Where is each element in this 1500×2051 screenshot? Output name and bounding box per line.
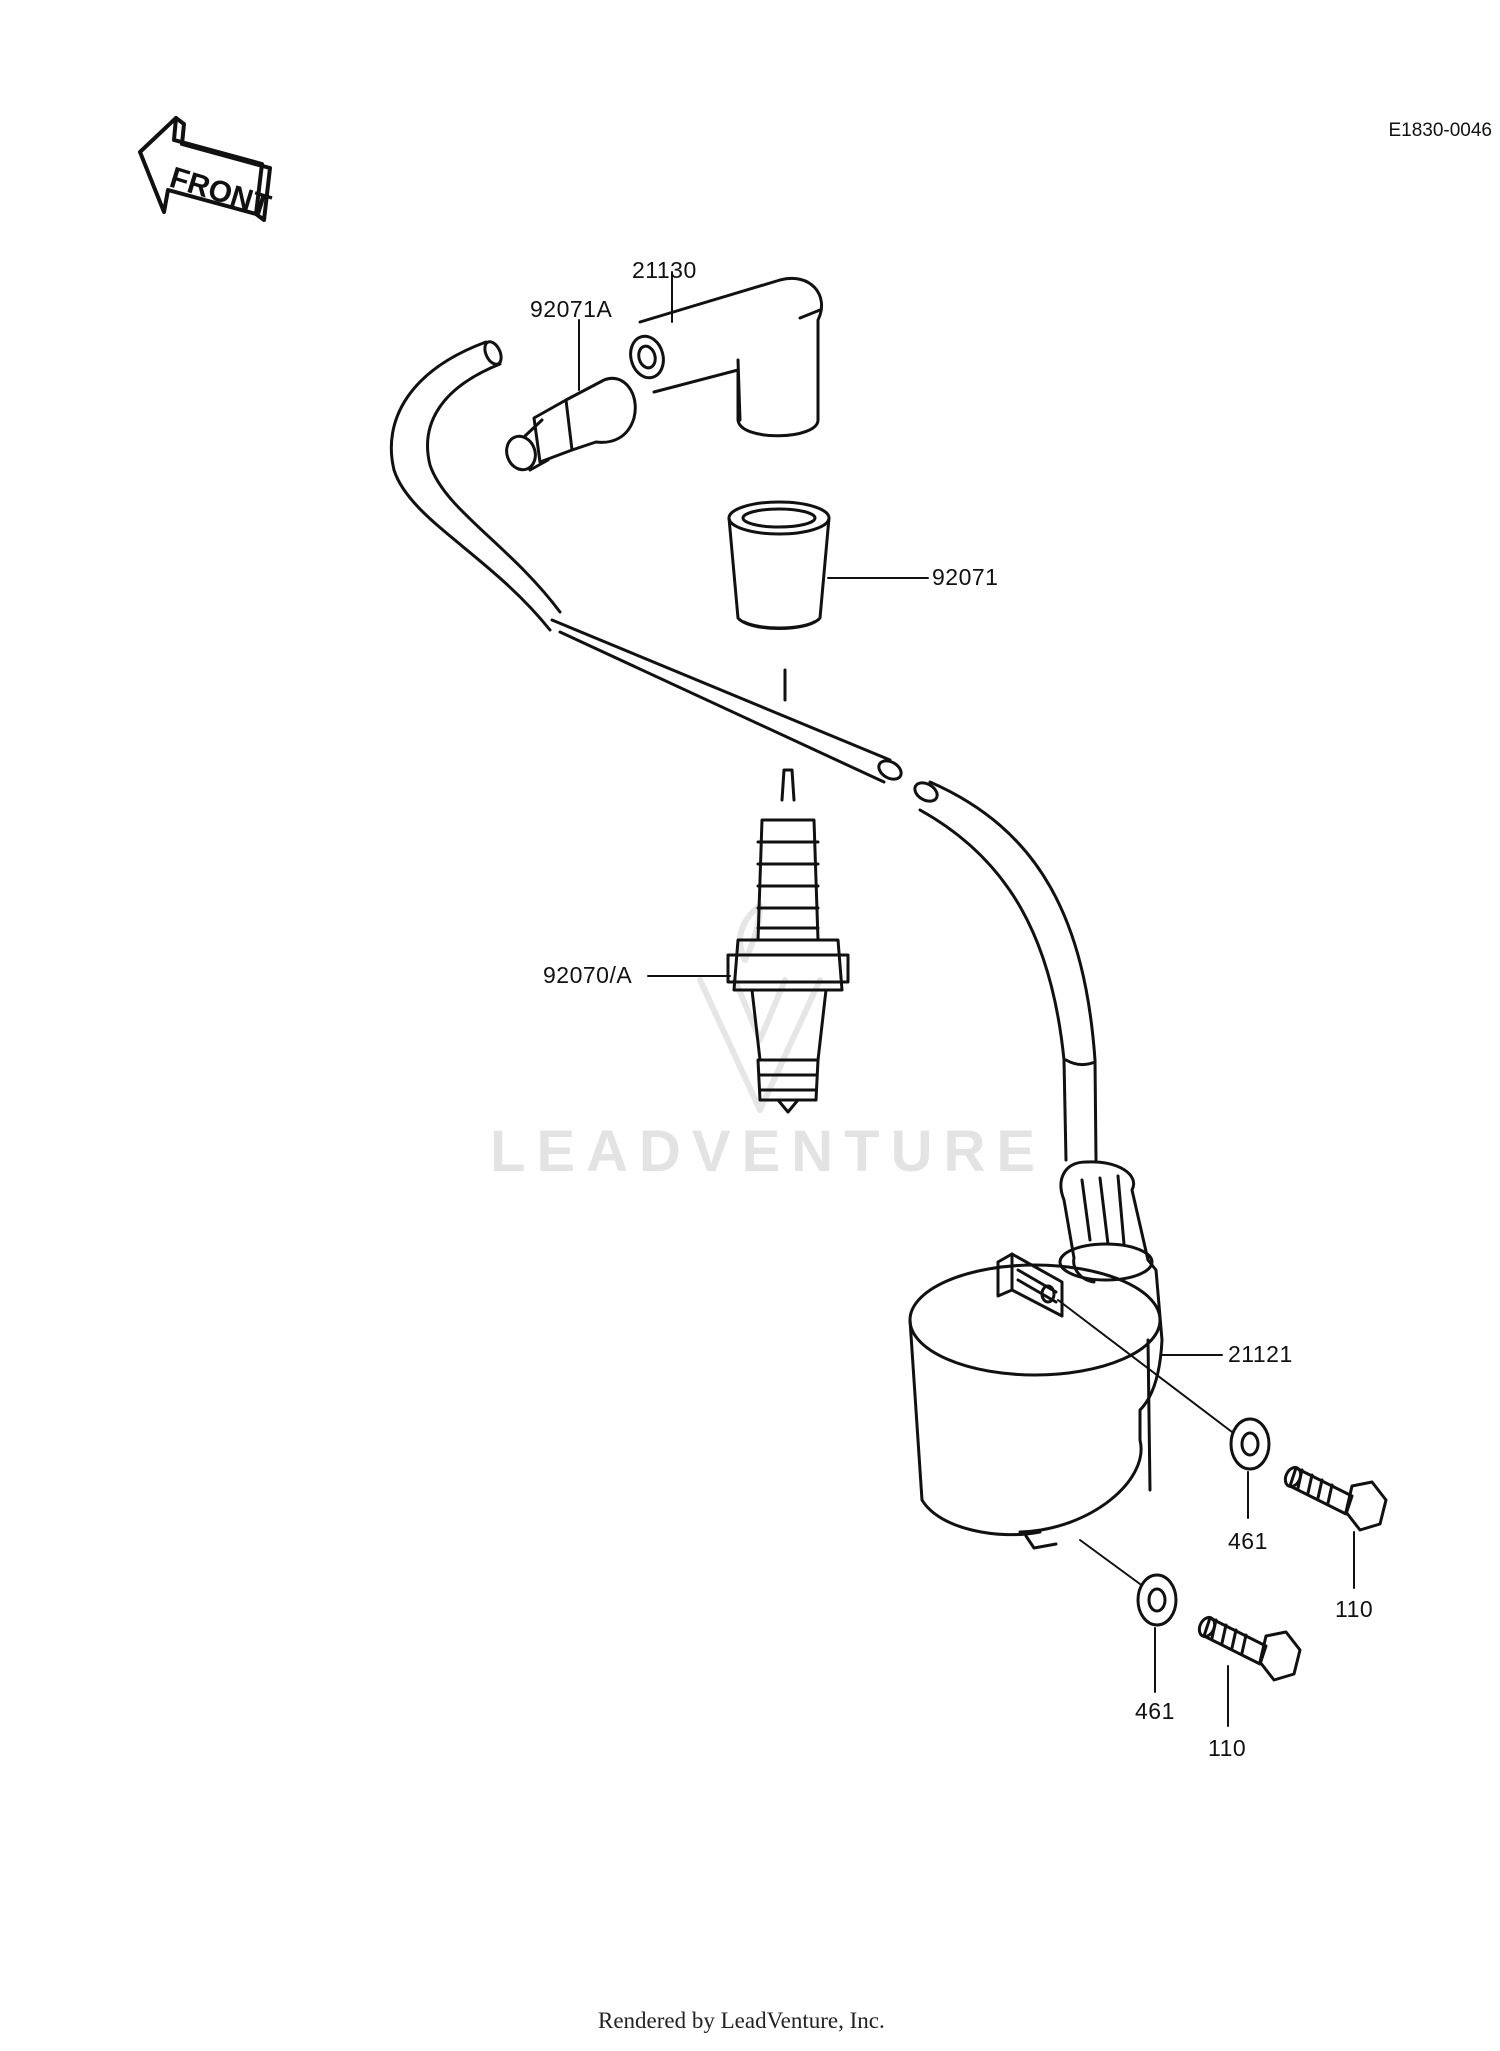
- ignition-coil: [908, 1160, 1164, 1550]
- part-label-21121[interactable]: 21121: [1228, 1341, 1293, 1367]
- washer-upper: [1229, 1417, 1271, 1471]
- watermark-text: LEADVENTURE: [490, 1119, 1047, 1184]
- washer-lower: [1136, 1573, 1178, 1627]
- plug-cap: [629, 277, 824, 438]
- part-label-21130[interactable]: 21130: [632, 257, 697, 283]
- guide-line-coil-washer-lower: [1079, 1539, 1141, 1585]
- cap-seal-a: [505, 376, 637, 472]
- cap-seal: [727, 500, 831, 630]
- part-label-461-lower[interactable]: 461: [1135, 1698, 1175, 1724]
- figure-id: E1830-0046: [1388, 120, 1492, 141]
- footer-credit: Rendered by LeadVenture, Inc.: [598, 2008, 885, 2033]
- bolt-upper: [1283, 1465, 1388, 1532]
- guide-line-coil-washer-upper: [1057, 1299, 1233, 1433]
- part-label-92071[interactable]: 92071: [932, 564, 999, 590]
- part-label-461-upper[interactable]: 461: [1228, 1528, 1268, 1554]
- high-tension-lead: [389, 340, 1098, 1162]
- front-arrow-icon: FRONT: [138, 116, 274, 223]
- part-label-92070A[interactable]: 92070/A: [543, 962, 633, 988]
- part-label-110-lower[interactable]: 110: [1208, 1735, 1247, 1761]
- part-label-110-upper[interactable]: 110: [1335, 1596, 1374, 1622]
- spark-plug: [726, 768, 850, 1114]
- bolt-lower: [1197, 1615, 1302, 1682]
- part-label-92071A[interactable]: 92071A: [530, 296, 613, 322]
